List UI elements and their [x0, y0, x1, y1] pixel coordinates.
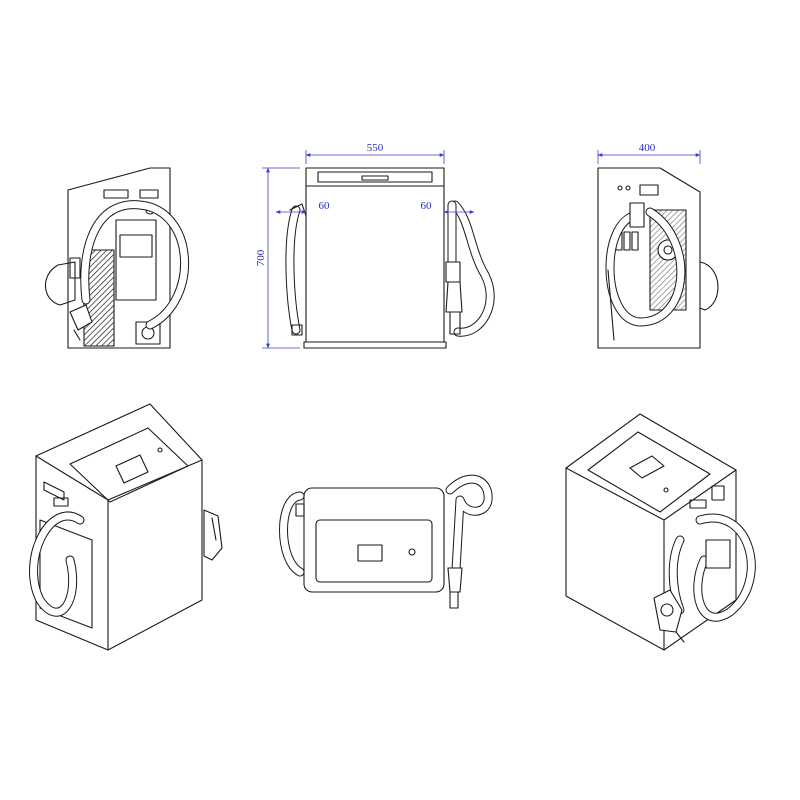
- dim-front-width: 550: [367, 142, 384, 154]
- dim-left-offset: 60: [319, 200, 331, 212]
- dim-height: 700: [255, 249, 267, 266]
- left-side-view: [44, 167, 190, 349]
- dim-side-width: 400: [639, 142, 656, 154]
- isometric-left-view: [29, 403, 223, 651]
- isometric-right-view: [565, 413, 756, 651]
- top-view: [279, 474, 493, 609]
- front-dimensions: 550 700 60 60: [255, 142, 475, 349]
- dim-right-offset: 60: [421, 200, 433, 212]
- right-side-view: [597, 167, 719, 349]
- side-dimensions: 400: [597, 142, 701, 164]
- front-view: [285, 167, 495, 349]
